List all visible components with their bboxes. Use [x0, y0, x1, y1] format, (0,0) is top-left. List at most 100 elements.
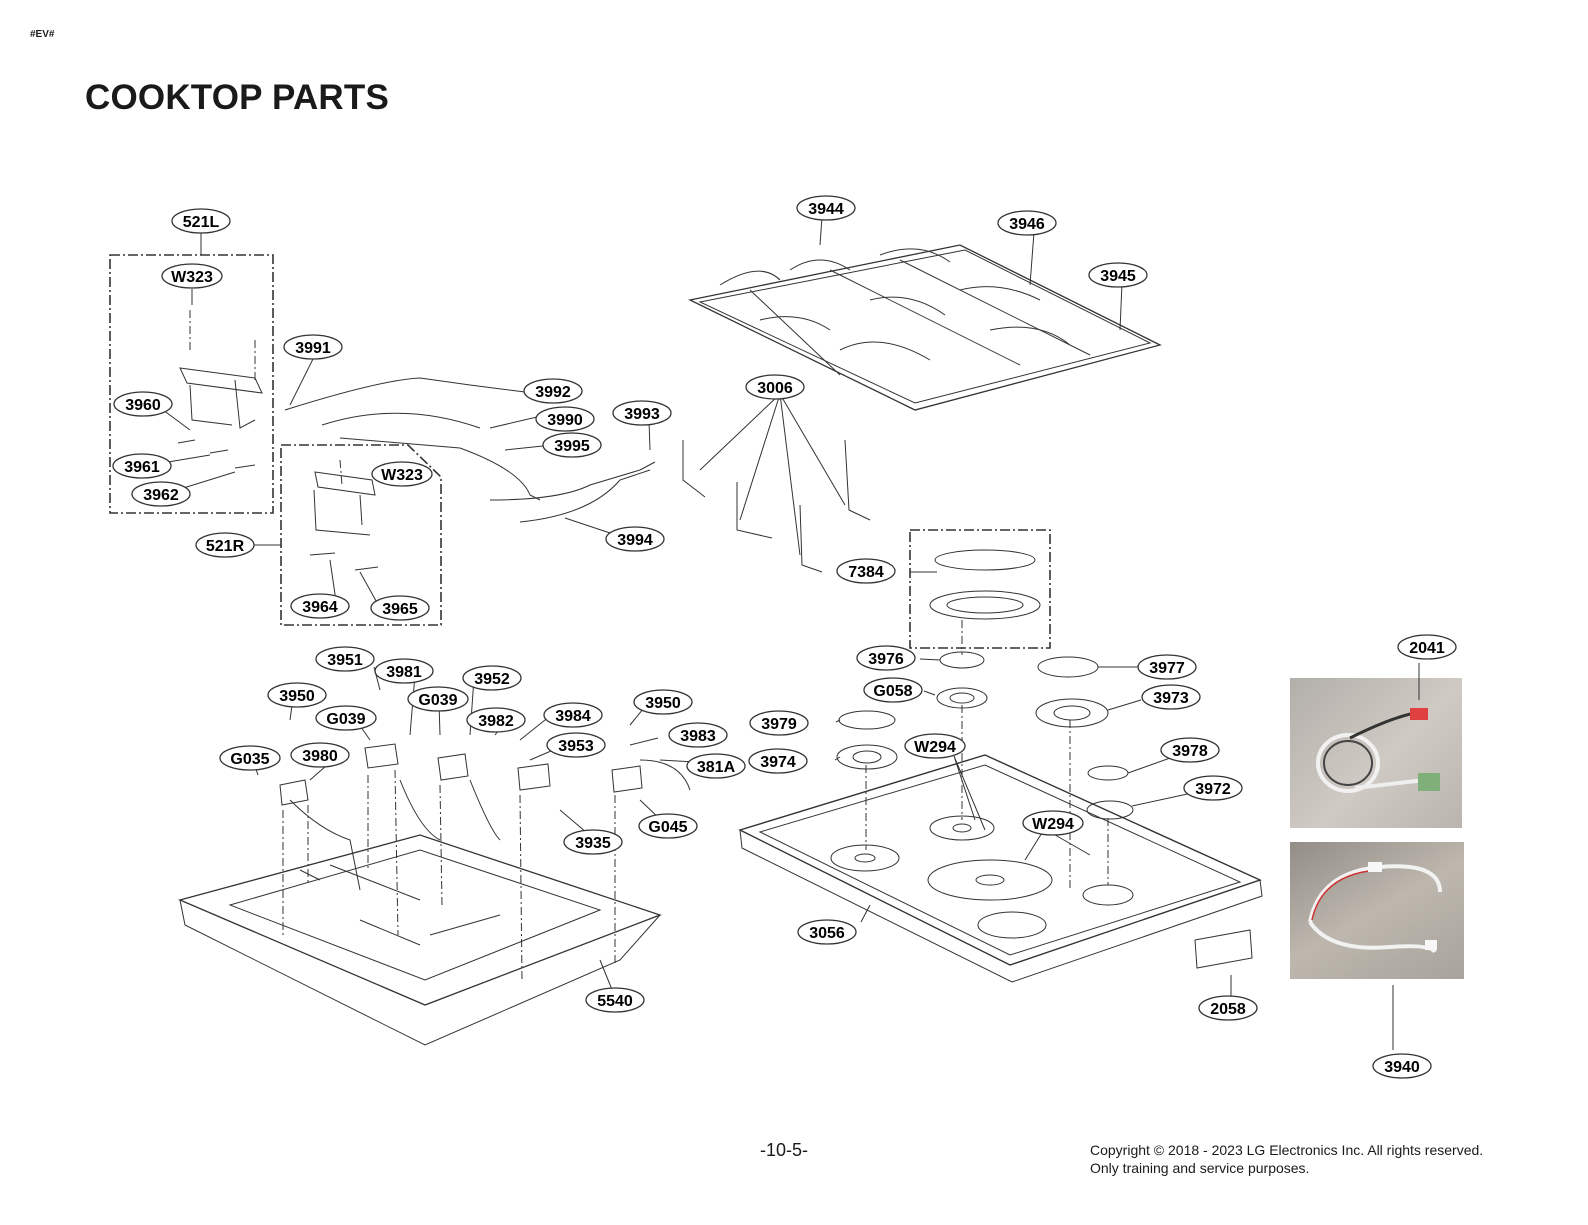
- callout: 3935: [563, 829, 623, 855]
- svg-text:3006: 3006: [757, 380, 793, 397]
- callout: 3952: [462, 665, 522, 691]
- svg-text:3965: 3965: [382, 601, 418, 618]
- callout: G039: [315, 705, 377, 731]
- copyright-line: Copyright © 2018 - 2023 LG Electronics I…: [1090, 1142, 1484, 1158]
- svg-text:3960: 3960: [125, 397, 161, 414]
- callout: G045: [638, 813, 698, 839]
- callout: 3950: [633, 689, 693, 715]
- svg-text:3994: 3994: [617, 532, 653, 549]
- callout: 3962: [131, 481, 191, 507]
- svg-text:3950: 3950: [645, 695, 681, 712]
- callout: 3973: [1141, 684, 1201, 710]
- svg-text:W294: W294: [1032, 816, 1074, 833]
- svg-text:3953: 3953: [558, 738, 594, 755]
- svg-text:3976: 3976: [868, 651, 904, 668]
- callout: 3992: [523, 378, 583, 404]
- svg-text:521R: 521R: [206, 538, 245, 555]
- callout: 521R: [195, 532, 255, 558]
- group-521r-outline: [280, 444, 442, 626]
- wire-harness-photo-3940: [1290, 842, 1464, 979]
- svg-text:3991: 3991: [295, 340, 331, 357]
- callout: 3940: [1372, 1053, 1432, 1079]
- callout: 3977: [1137, 654, 1197, 680]
- svg-text:3951: 3951: [327, 652, 363, 669]
- callout: 3056: [797, 919, 857, 945]
- callout: W323: [161, 263, 223, 289]
- callout: 3994: [605, 526, 665, 552]
- group-521l-outline: [109, 254, 274, 514]
- svg-text:3944: 3944: [808, 201, 844, 218]
- callout: 381A: [686, 753, 746, 779]
- callout: 3950: [267, 682, 327, 708]
- callout: 3945: [1088, 262, 1148, 288]
- svg-text:W323: W323: [381, 467, 423, 484]
- svg-text:3974: 3974: [760, 754, 796, 771]
- callout: 3983: [668, 722, 728, 748]
- callout: 3982: [466, 707, 526, 733]
- callout: G039: [407, 686, 469, 712]
- copyright-notice: Copyright © 2018 - 2023 LG Electronics I…: [1090, 1141, 1483, 1177]
- svg-text:3962: 3962: [143, 487, 179, 504]
- svg-text:3973: 3973: [1153, 690, 1189, 707]
- svg-text:5540: 5540: [597, 993, 633, 1010]
- svg-text:G039: G039: [326, 711, 365, 728]
- callout: 3960: [113, 391, 173, 417]
- callout: 5540: [585, 987, 645, 1013]
- callout: 3964: [290, 593, 350, 619]
- svg-text:W294: W294: [914, 739, 956, 756]
- svg-text:W323: W323: [171, 269, 213, 286]
- svg-text:3992: 3992: [535, 384, 571, 401]
- svg-text:G039: G039: [418, 692, 457, 709]
- svg-text:3950: 3950: [279, 688, 315, 705]
- svg-text:3993: 3993: [624, 406, 660, 423]
- svg-text:3940: 3940: [1384, 1059, 1420, 1076]
- copyright-line: Only training and service purposes.: [1090, 1160, 1310, 1176]
- callout: 3990: [535, 406, 595, 432]
- svg-text:521L: 521L: [183, 214, 220, 231]
- svg-text:3977: 3977: [1149, 660, 1185, 677]
- svg-text:2041: 2041: [1409, 640, 1445, 657]
- callout: 3993: [612, 400, 672, 426]
- svg-text:3961: 3961: [124, 459, 160, 476]
- callout: 3961: [112, 453, 172, 479]
- svg-text:381A: 381A: [697, 759, 736, 776]
- callout: 3946: [997, 210, 1057, 236]
- callout: W294: [1022, 810, 1084, 836]
- svg-text:2058: 2058: [1210, 1001, 1246, 1018]
- svg-text:3983: 3983: [680, 728, 716, 745]
- svg-text:3056: 3056: [809, 925, 845, 942]
- callout: 3951: [315, 646, 375, 672]
- callout: 3976: [856, 645, 916, 671]
- callout: W294: [904, 733, 966, 759]
- document-code: #EV#: [30, 29, 55, 40]
- svg-text:3964: 3964: [302, 599, 338, 616]
- svg-text:7384: 7384: [848, 564, 884, 581]
- callout: W323: [371, 461, 433, 487]
- callout: 7384: [836, 558, 896, 584]
- callout: 2041: [1397, 634, 1457, 660]
- svg-text:3946: 3946: [1009, 216, 1045, 233]
- callout: 3991: [283, 334, 343, 360]
- group-7384-outline: [909, 529, 1051, 649]
- page-title: COOKTOP PARTS: [85, 78, 390, 117]
- callout: 3953: [546, 732, 606, 758]
- callout: G035: [219, 745, 281, 771]
- callout: 3965: [370, 595, 430, 621]
- svg-text:3984: 3984: [555, 708, 591, 725]
- callout: 3978: [1160, 737, 1220, 763]
- svg-text:G058: G058: [873, 683, 912, 700]
- svg-text:G045: G045: [648, 819, 687, 836]
- svg-text:G035: G035: [230, 751, 269, 768]
- callout: 3006: [745, 374, 805, 400]
- callout: 3972: [1183, 775, 1243, 801]
- callout: 521L: [171, 208, 231, 234]
- svg-text:3981: 3981: [386, 664, 422, 681]
- callout: 3980: [290, 742, 350, 768]
- page-number: -10-5-: [760, 1140, 809, 1160]
- svg-text:3990: 3990: [547, 412, 583, 429]
- callout: 2058: [1198, 995, 1258, 1021]
- svg-text:3982: 3982: [478, 713, 514, 730]
- wire-harness-photo-2041: [1290, 678, 1462, 828]
- callout: 3981: [374, 658, 434, 684]
